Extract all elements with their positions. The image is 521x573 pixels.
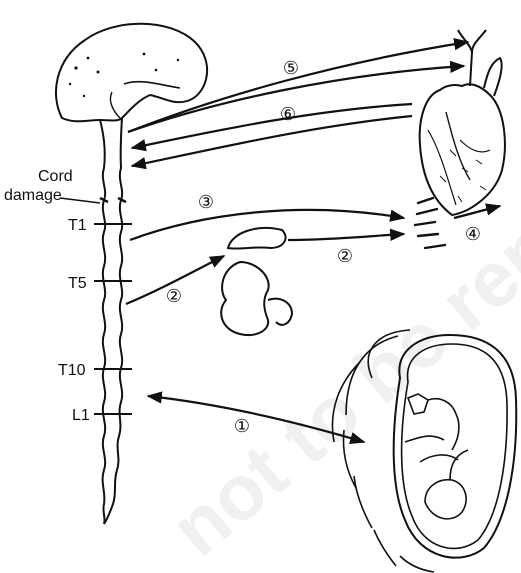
watermark: not to be republished — [154, 0, 521, 573]
adrenal-gland — [228, 228, 286, 249]
segment-label-t5: T5 — [68, 275, 87, 292]
arrow-pathway-6a — [132, 104, 412, 148]
cord-damage-label-line2: damage — [4, 187, 62, 204]
arrow-pathway-3 — [130, 210, 404, 240]
arrow-pathway-6b — [132, 116, 412, 166]
segment-label-t10: T10 — [58, 362, 86, 379]
kidney — [221, 262, 292, 335]
spinal-cord — [100, 118, 126, 524]
heart — [420, 30, 505, 215]
pathway-number-3: ③ — [198, 192, 214, 213]
pathway-number-6: ⑥ — [280, 104, 296, 125]
pathway-number-1: ① — [234, 416, 250, 437]
pathway-number-4: ④ — [465, 224, 481, 245]
arrow-pathway-2b — [288, 234, 404, 240]
pathway-number-5: ⑤ — [283, 58, 299, 79]
segment-label-t1: T1 — [68, 217, 87, 234]
cord-damage-label-line1: Cord — [38, 168, 73, 185]
cord-damage-pointer — [60, 198, 100, 203]
pathway-number-2-vessels: ② — [337, 246, 353, 267]
brain — [56, 24, 207, 122]
fetus — [405, 394, 468, 519]
segment-label-l1: L1 — [72, 407, 90, 424]
watermark-text: not to be republished — [154, 0, 521, 573]
pathway-number-2-kidney: ② — [166, 286, 182, 307]
